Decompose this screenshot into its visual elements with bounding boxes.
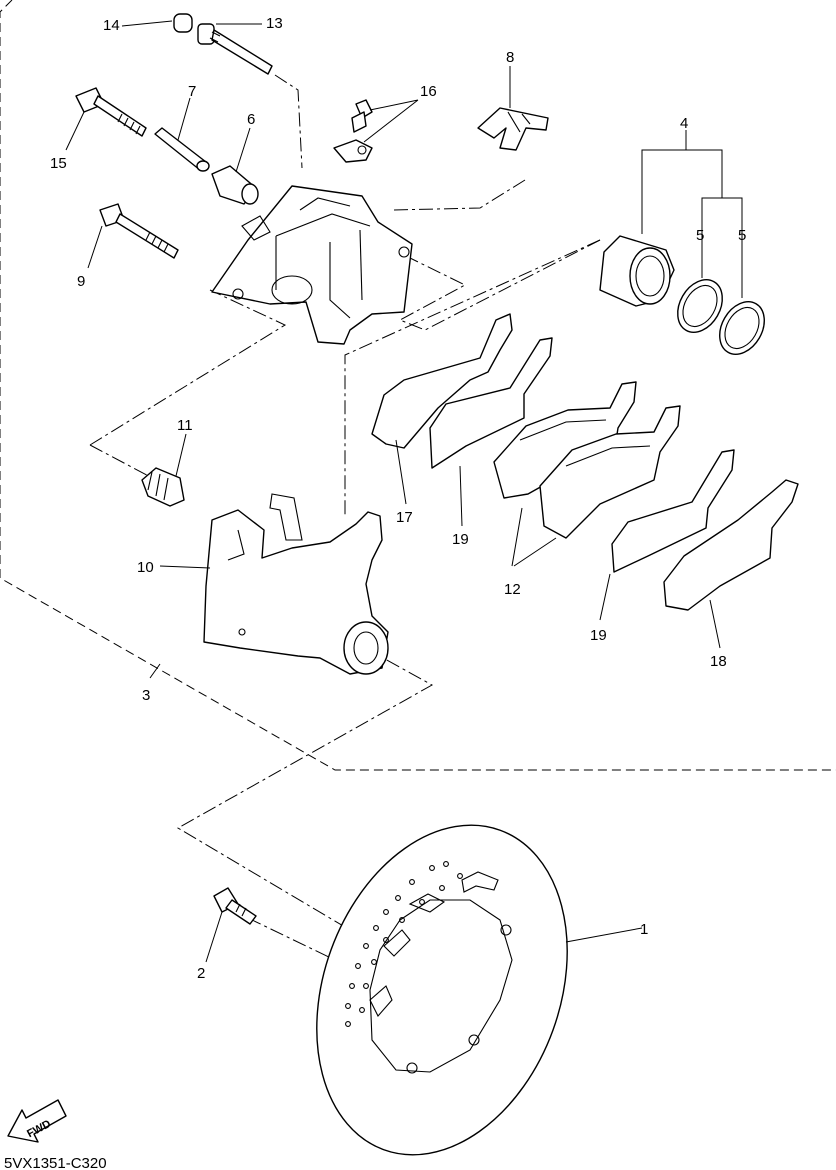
part-5-piston-seal (677, 279, 723, 333)
callout-14: 14 (103, 17, 120, 34)
callout-2: 2 (197, 965, 205, 982)
callout-10: 10 (137, 559, 154, 576)
callout-16: 16 (420, 83, 437, 100)
callout-5a: 5 (696, 227, 704, 244)
part-14-cap (173, 13, 193, 33)
part-7-sleeve (154, 127, 210, 172)
part-17-shim (371, 313, 513, 449)
callout-6: 6 (247, 111, 255, 128)
part-19-insulator-right (611, 449, 735, 573)
part-9-bolt (99, 203, 179, 259)
callout-13: 13 (266, 15, 283, 32)
part-10-caliper-bracket (203, 493, 389, 675)
part-12-brake-pad-1 (493, 381, 637, 499)
part-2-bolt (213, 887, 257, 925)
part-15-bolt (75, 87, 147, 137)
callout-1: 1 (640, 921, 648, 938)
callout-3: 3 (142, 687, 150, 704)
callout-19a: 19 (452, 531, 469, 548)
fwd-arrow-icon: FWD (7, 1099, 67, 1143)
callout-9: 9 (77, 273, 85, 290)
callout-7: 7 (188, 83, 196, 100)
part-5-dust-seal (719, 301, 765, 355)
callout-17: 17 (396, 509, 413, 526)
part-11-boot (141, 467, 185, 507)
part-4-piston (599, 235, 675, 307)
part-1-brake-disc (316, 824, 568, 1156)
callout-18: 18 (710, 653, 727, 670)
callout-11: 11 (177, 417, 193, 434)
callout-19b: 19 (590, 627, 607, 644)
callout-labels: 1 2 3 4 5 5 6 7 8 9 10 11 12 13 14 15 16… (50, 15, 746, 982)
part-6-boot (211, 165, 259, 205)
caliper-assembly-boundary (0, 0, 836, 771)
part-18-shim (663, 479, 799, 611)
diagram-code: 5VX1351-C320 (4, 1155, 107, 1170)
caliper-body (211, 185, 413, 345)
callout-8: 8 (506, 49, 514, 66)
callout-4: 4 (680, 115, 688, 132)
part-19-insulator-left (429, 337, 553, 469)
disc-vent-holes (345, 861, 463, 1027)
callout-12: 12 (504, 581, 521, 598)
callout-15: 15 (50, 155, 67, 172)
callout-5b: 5 (738, 227, 746, 244)
leader-lines (65, 20, 743, 963)
part-13-pad-pin (197, 23, 273, 75)
part-12-brake-pad-2 (539, 405, 681, 539)
part-16-bleed-screw (333, 99, 373, 163)
part-8-pad-spring (477, 107, 549, 151)
